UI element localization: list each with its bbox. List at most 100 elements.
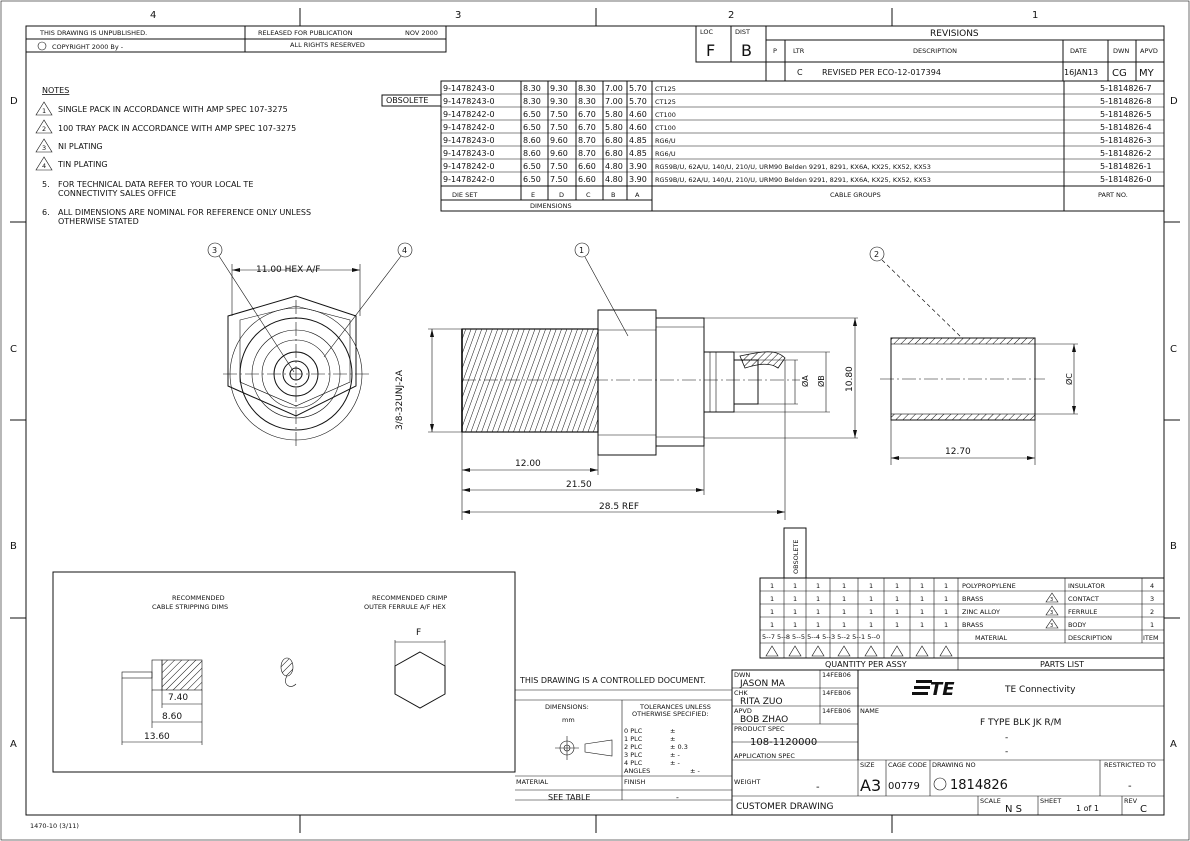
col-part-no: PART NO. (1098, 191, 1128, 199)
die-table-cell-part: 5-1814826-1 (1100, 162, 1152, 171)
bom-cell-material: BRASS (962, 595, 983, 603)
drawing-no-value: 1814826 (950, 778, 1008, 793)
form-number: 1470-10 (3/11) (30, 822, 79, 830)
die-table-cell-b: 5.80 (605, 123, 623, 132)
cage-code-value: 00779 (888, 781, 920, 792)
bom-cell-material: BRASS (962, 621, 983, 629)
bom-qty-cell: 1 (869, 595, 873, 603)
dist-label: DIST (735, 28, 750, 36)
bom-qty-cell: 1 (920, 621, 924, 629)
bom-col-material: MATERIAL (975, 634, 1008, 642)
rev-col-desc: DESCRIPTION (913, 47, 957, 55)
col-d: D (559, 191, 564, 199)
warning-triangle-icon (1045, 618, 1059, 629)
bom-qty-cell: 1 (770, 582, 774, 590)
col-cable-groups: CABLE GROUPS (830, 191, 881, 199)
dim-1270: 12.70 (945, 447, 971, 457)
ferrule-view: ØC 12.70 2 (869, 246, 1078, 465)
note-number: 5. (42, 180, 50, 189)
warning-triangle-icon (35, 156, 53, 171)
recommendations-box: RECOMMENDED CABLE STRIPPING DIMS RECOMME… (52, 571, 516, 773)
col-b: B (611, 191, 615, 199)
die-table-cell-part: 5-1814826-0 (1100, 175, 1152, 184)
copyright-text: COPYRIGHT 2000 By - (52, 43, 124, 51)
balloon-label: 3 (212, 246, 217, 255)
die-table-cell-cable: RG59B/U, 62A/U, 140/U, 210/U, URM90 Beld… (655, 163, 931, 171)
bom-qty-cell: 1 (793, 621, 797, 629)
die-table-cell-d: 9.60 (550, 149, 568, 158)
die-table-cell-cable: CT100 (655, 111, 676, 119)
bom-qty-cell: 1 (816, 621, 820, 629)
die-table-cell-c: 6.70 (578, 110, 596, 119)
bom-cell-desc: CONTACT (1068, 595, 1099, 603)
balloon-2 (869, 246, 885, 262)
bom-qty-cell: 1 (793, 582, 797, 590)
angles-label: ANGLES (624, 767, 650, 775)
tol-4: ± - (670, 759, 681, 767)
die-table-cell-a: 5.70 (629, 84, 647, 93)
die-table-cell-b: 7.00 (605, 97, 623, 106)
bom-obsolete: OBSOLETE (792, 539, 800, 574)
dim-10: 10.80 (845, 366, 855, 392)
bom-col-description: DESCRIPTION (1068, 634, 1112, 642)
balloon-1 (574, 242, 590, 258)
plc-4: 4 PLC (624, 759, 643, 767)
dim-a: ØA (800, 375, 810, 387)
bom-qty-cell: 1 (944, 595, 948, 603)
die-table-cell-c: 6.60 (578, 175, 596, 184)
bom-dash-codes: 5--7 5--8 5--5 5--4 5--3 5--2 5--1 5--0 (762, 633, 880, 641)
dim-c: ØC (1064, 373, 1074, 385)
unpublished-notice: THIS DRAWING IS UNPUBLISHED. (39, 29, 147, 37)
company-name: TE Connectivity (1004, 685, 1076, 695)
revisions-table: REVISIONS P LTR DESCRIPTION DATE DWN APV… (765, 25, 1165, 82)
title-block: THIS DRAWING IS A CONTROLLED DOCUMENT. D… (515, 669, 1165, 816)
bom-qty-cell: 1 (920, 582, 924, 590)
die-table-cell-c: 6.70 (578, 123, 596, 132)
die-table-cell-a: 5.70 (629, 97, 647, 106)
die-table-cell-part: 5-1814826-8 (1100, 97, 1152, 106)
zone-label: A (1170, 739, 1177, 750)
die-table-cell-d: 9.30 (550, 84, 568, 93)
bom-cell-desc: BODY (1068, 621, 1086, 629)
bom-qty-cell: 1 (770, 608, 774, 616)
die-table-cell-cable: CT100 (655, 124, 676, 132)
die-table-cell-d: 9.30 (550, 97, 568, 106)
note-4: TIN PLATING (57, 160, 108, 169)
weight-label: WEIGHT (734, 778, 760, 786)
customer-drawing: CUSTOMER DRAWING (736, 802, 834, 812)
bom-qty-cell: 1 (842, 621, 846, 629)
die-table-cell-cable: CT125 (655, 98, 676, 106)
note-5-line1: FOR TECHNICAL DATA REFER TO YOUR LOCAL T… (58, 180, 253, 189)
note-6-line2: OTHERWISE STATED (58, 217, 139, 226)
bom-qty-cell: 1 (895, 608, 899, 616)
apvd-label: APVD (734, 707, 752, 715)
material-label: MATERIAL (516, 778, 549, 786)
obsolete-label: OBSOLETE (386, 96, 428, 105)
die-table-cell-a: 4.60 (629, 110, 647, 119)
note-number: 4 (42, 162, 46, 170)
die-table-cell-cable: RG6/U (655, 137, 676, 145)
die-table-cell-die: 9-1478243-0 (443, 84, 495, 93)
finish-value: - (676, 793, 679, 802)
rev-value: C (1140, 804, 1147, 815)
die-table-cell-a: 3.90 (629, 162, 647, 171)
strip-title-1: RECOMMENDED (172, 594, 225, 602)
note-5-line2: CONNECTIVITY SALES OFFICE (58, 189, 176, 198)
bom-parts-list-label: PARTS LIST (1040, 660, 1084, 669)
die-table-cell-e: 6.50 (523, 175, 541, 184)
die-table-cell-part: 5-1814826-5 (1100, 110, 1152, 119)
die-table-cell-e: 8.60 (523, 149, 541, 158)
thread-spec: 3/8-32UNJ-2A (395, 369, 405, 430)
die-table-cell-cable: RG59B/U, 62A/U, 140/U, 210/U, URM90 Beld… (655, 176, 931, 184)
die-table-cell-d: 9.60 (550, 136, 568, 145)
col-c: C (586, 191, 591, 199)
die-table-cell-b: 4.80 (605, 162, 623, 171)
rev-row-date: 16JAN13 (1064, 68, 1098, 77)
rev-col-date: DATE (1070, 47, 1087, 55)
chk-name: RITA ZUO (740, 697, 783, 707)
bom-quantity-label: QUANTITY PER ASSY (825, 660, 907, 669)
die-table-cell-cable: CT125 (655, 85, 676, 93)
rev-col-dwn: DWN (1113, 47, 1129, 55)
rev-col-apvd: APVD (1140, 47, 1158, 55)
